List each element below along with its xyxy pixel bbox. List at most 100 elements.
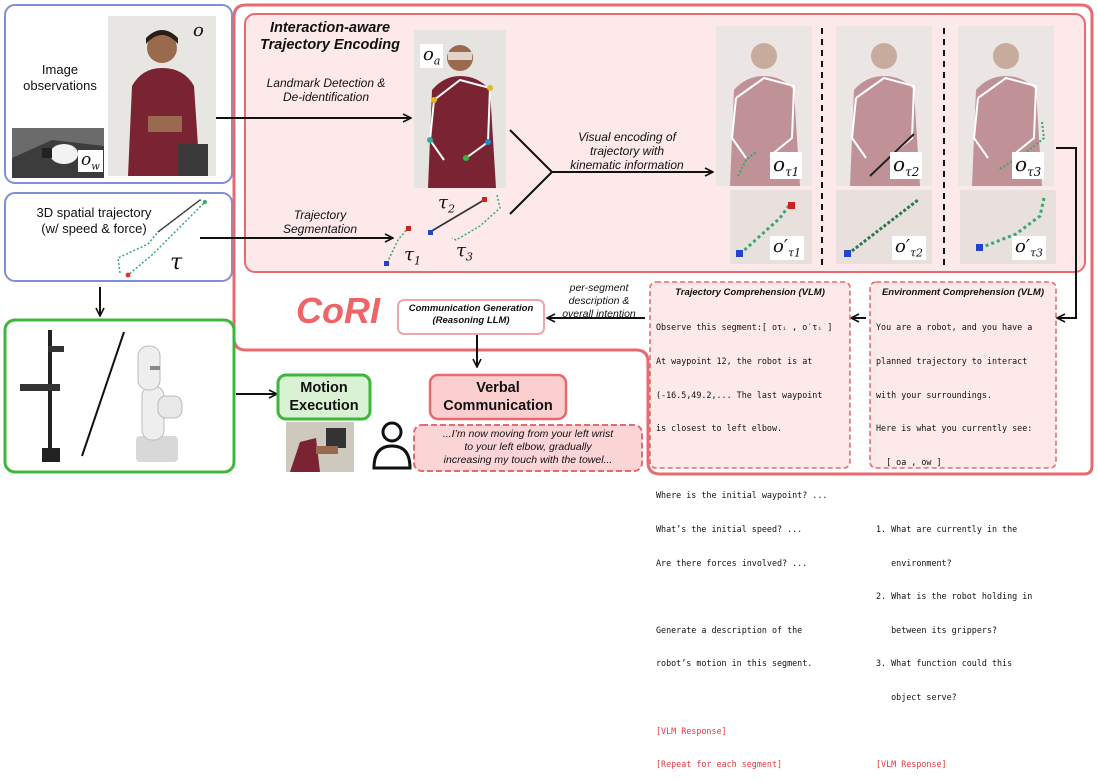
per-segment-line3: overall intention (562, 308, 636, 320)
traj-line-10: robot’s motion in this segment. (656, 658, 813, 669)
tau1-symbol: τ (404, 244, 414, 265)
landmark-label-line1: Landmark Detection & (266, 76, 386, 90)
motion-line1: Motion (300, 380, 348, 396)
trajectory-input-title: 3D spatial trajectory (w/ speed & force) (14, 205, 174, 237)
segment-2-prime-label: o′τ2 (892, 236, 927, 260)
comm-generation-label: Communication Generation (Reasoning LLM) (398, 303, 544, 327)
segmentation-label-line2: Segmentation (282, 222, 358, 236)
per-segment-line2: description & (568, 295, 630, 307)
segment-3-zoom (960, 190, 1056, 264)
speech-line2: to your left elbow, gradually (464, 441, 592, 453)
seg3-prime-subscript: τ3 (1029, 246, 1044, 260)
env-line-11: object serve? (876, 692, 957, 703)
env-line-1: planned trajectory to interact (876, 356, 1028, 367)
arrow-to-environment-comprehension (1056, 147, 1077, 318)
env-line-9: between its grippers? (876, 624, 998, 635)
segment-3-photo (958, 26, 1054, 186)
label-tau1: τ1 (404, 244, 421, 268)
motion-execution-box (276, 373, 372, 421)
traj-spacer (656, 692, 846, 703)
main-observation-photo (108, 16, 216, 176)
trajectory-title-line1: 3D spatial trajectory (36, 205, 152, 220)
env-line-2: with your surroundings. (876, 389, 992, 400)
visual-label-line2: trajectory with (589, 144, 665, 158)
o-a-symbol: o (423, 44, 434, 65)
env-spacer (876, 726, 1052, 737)
traj-repeat: [Repeat for each segment] (656, 759, 783, 770)
seg1-symbol: o (773, 152, 786, 176)
seg1-prime-subscript: τ1 (787, 246, 802, 260)
env-line-4: [ oa , ow ] (876, 456, 942, 467)
seg1-prime-symbol: o′ (773, 236, 788, 257)
segment-1-label: oτ1 (770, 152, 803, 179)
speech-text: ...I’m now moving from your left wrist t… (418, 428, 638, 467)
tau1-subscript: 1 (413, 254, 421, 268)
comm-gen-line2: (Reasoning LLM) (432, 315, 510, 326)
seg2-symbol: o (893, 152, 906, 176)
landmark-label: Landmark Detection & De-identification (246, 76, 406, 104)
motion-execution-label: Motion Execution (278, 379, 370, 415)
speech-line3: increasing my touch with the towel... (443, 454, 613, 466)
verbal-line1: Verbal (476, 380, 520, 396)
segment-3-prime-label: o′τ3 (1012, 236, 1047, 260)
cori-brand: CoRI (296, 290, 380, 331)
observations-title: Image observations (16, 62, 104, 94)
traj-line-7: Are there forces involved? ... (656, 557, 808, 568)
env-response: [VLM Response] (876, 759, 947, 770)
tau2-subscript: 2 (447, 202, 455, 216)
o-w-symbol: o (81, 150, 92, 170)
segment-3-label: oτ3 (1012, 152, 1045, 179)
comm-gen-line1: Communication Generation (408, 303, 534, 314)
per-segment-label: per-segment description & overall intent… (556, 282, 642, 321)
env-comp-box (869, 281, 1057, 469)
seg3-symbol: o (1015, 152, 1028, 176)
encoding-title-line1: Interaction-aware (269, 20, 391, 36)
segment-plots (384, 194, 501, 266)
seg1-subscript: τ1 (785, 165, 800, 179)
o-a-subscript: a (433, 54, 441, 68)
tau3-symbol: τ (456, 240, 466, 261)
speech-line1: ...I’m now moving from your left wrist (442, 428, 614, 440)
landmark-label-line2: De-identification (282, 90, 370, 104)
label-o: o (193, 20, 204, 41)
traj-line-8 (656, 591, 846, 602)
robot-arm-photo (12, 326, 228, 466)
traj-line-5: Where is the initial waypoint? ... (656, 490, 828, 501)
segment-2-photo (836, 26, 932, 186)
seg3-prime-symbol: o′ (1015, 236, 1030, 257)
traj-line-1: At waypoint 12, the robot is at (656, 356, 813, 367)
segmentation-label: Trajectory Segmentation (260, 208, 380, 236)
verbal-communication-box (428, 373, 568, 421)
tau3-subscript: 3 (465, 250, 473, 264)
seg2-prime-subscript: τ2 (909, 246, 924, 260)
observations-title-text: Image observations (23, 62, 97, 93)
traj-comp-box (649, 281, 851, 469)
visual-label-line1: Visual encoding of (578, 130, 676, 144)
seg2-prime-symbol: o′ (895, 236, 910, 257)
speech-bubble (413, 424, 643, 472)
traj-comp-title: Trajectory Comprehension (VLM) (675, 287, 825, 298)
traj-line-6: What’s the initial speed? ... (656, 524, 803, 535)
label-o-a: oa (420, 44, 444, 68)
segmentation-label-line1: Trajectory (293, 208, 347, 222)
env-line-6: 1. What are currently in the (876, 524, 1018, 535)
env-line-7: environment? (876, 557, 952, 568)
seg2-subscript: τ2 (905, 165, 920, 179)
label-tau3: τ3 (456, 240, 473, 264)
env-line-10: 3. What function could this (876, 658, 1013, 669)
visual-label-line3: kinematic information (570, 158, 684, 172)
env-line-5 (876, 490, 1052, 501)
seg3-subscript: τ3 (1027, 165, 1042, 179)
trajectory-plot (117, 199, 207, 278)
label-tau: τ (170, 250, 183, 275)
segment-1-prime-label: o′τ1 (770, 236, 805, 260)
label-tau2: τ2 (438, 192, 455, 216)
person-icon (372, 421, 412, 470)
label-o-w: ow (78, 150, 103, 173)
motion-execution-photo (286, 422, 354, 472)
traj-line-4 (656, 457, 846, 468)
encoding-title-line2: Trajectory Encoding (260, 37, 400, 53)
motion-line2: Execution (289, 398, 359, 414)
trajectory-title-line2: (w/ speed & force) (41, 221, 147, 236)
comm-generation-box (397, 299, 545, 335)
